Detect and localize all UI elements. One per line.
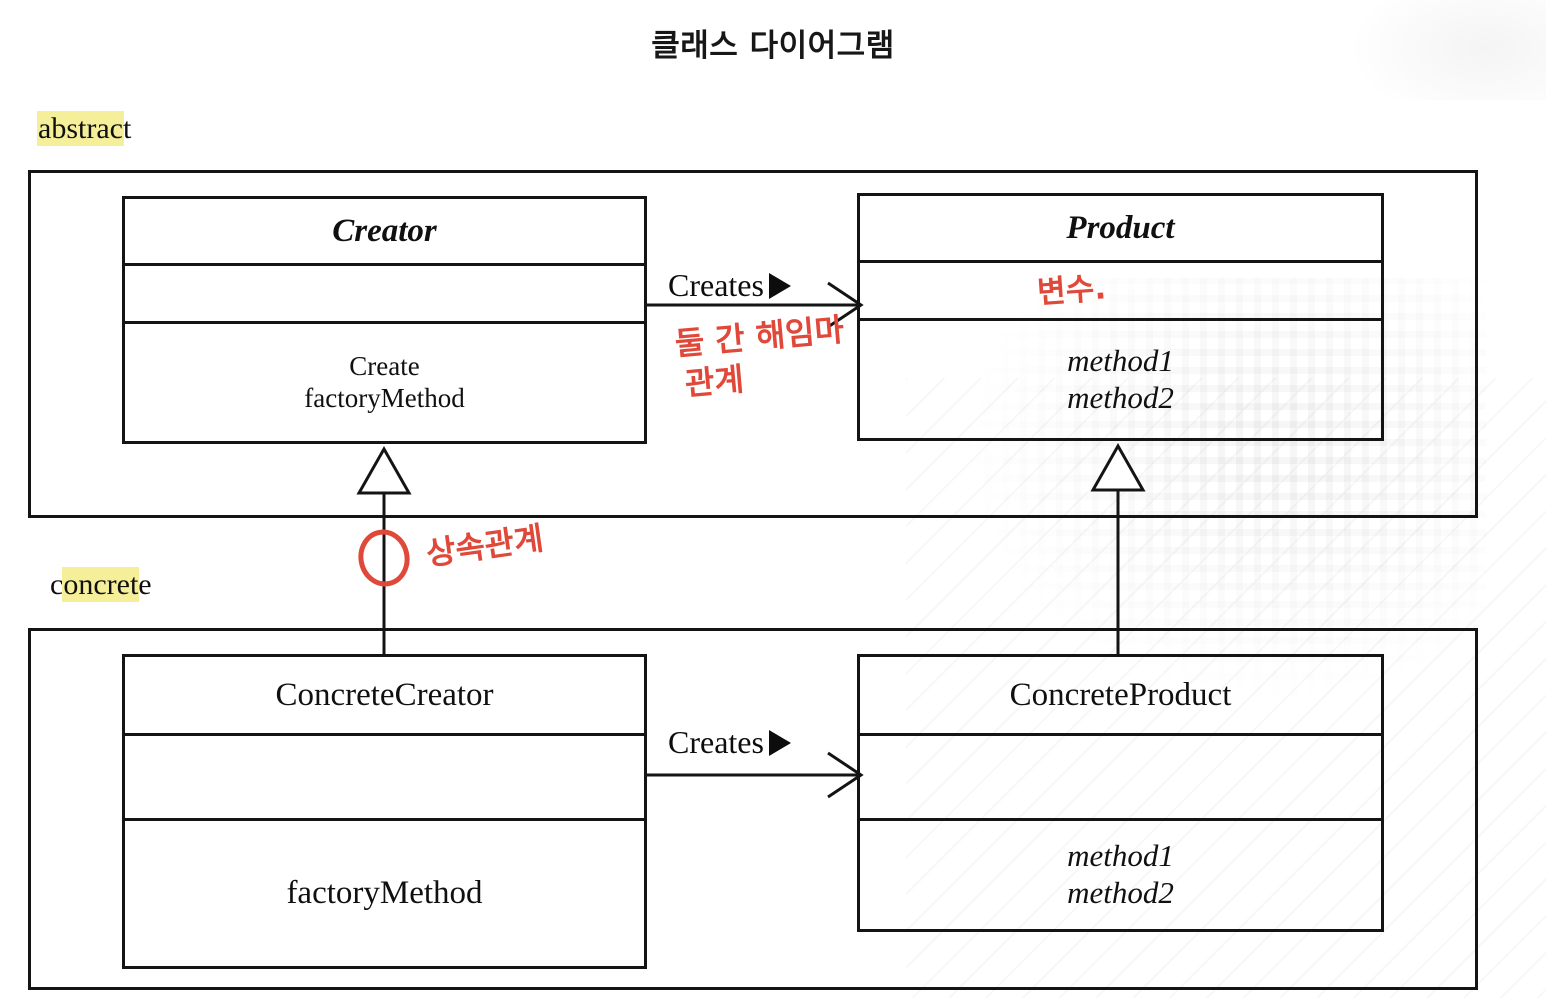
class-operations-product: method1 method2 [860, 318, 1381, 438]
group-frame-abstract [28, 170, 1478, 518]
class-operation-line: method2 [1067, 379, 1174, 415]
association-label-text: Creates [668, 724, 764, 760]
class-operation-line: factoryMethod [304, 382, 465, 413]
class-attributes-concrete-product [860, 733, 1381, 818]
page-title: 클래스 다이어그램 [651, 28, 895, 64]
group-label-concrete-head: c [50, 568, 64, 601]
class-operation-line: method1 [1067, 342, 1174, 378]
class-operations-concrete-creator: factoryMethod [125, 818, 644, 966]
uml-class-concrete-creator[interactable]: ConcreteCreator factoryMethod [122, 654, 647, 969]
group-label-concrete: concrete [50, 568, 152, 602]
group-label-abstract: abstract [38, 112, 131, 146]
class-operations-concrete-product: method1 method2 [860, 818, 1381, 929]
class-name-concrete-creator: ConcreteCreator [275, 676, 494, 713]
class-name-creator: Creator [332, 212, 437, 249]
class-attributes-concrete-creator [125, 733, 644, 818]
association-label-text: Creates [668, 267, 764, 303]
association-label-creates-top: Creates [668, 267, 791, 304]
class-name-product: Product [1066, 209, 1175, 246]
class-operations-creator: Create factoryMethod [125, 321, 644, 441]
navigation-triangle-icon [768, 729, 791, 756]
class-operation-line: Create [349, 350, 420, 381]
group-label-abstract-tail: t [122, 112, 132, 145]
group-label-abstract-highlighted: abstrac [38, 112, 123, 145]
class-operation-line: factoryMethod [286, 875, 483, 912]
group-label-concrete-tail: e [138, 568, 152, 601]
navigation-triangle-icon [768, 272, 791, 299]
class-operation-line: method2 [1067, 875, 1174, 910]
class-operation-line: method1 [1067, 838, 1174, 874]
annotation-inheritance-note: 상속관계 [424, 519, 546, 573]
group-label-concrete-highlighted: oncret [63, 568, 139, 601]
annotation-circle-mark [358, 529, 410, 587]
uml-class-product[interactable]: Product method1 method2 [857, 193, 1384, 441]
class-attributes-product [860, 260, 1381, 318]
association-label-creates-bottom: Creates [668, 724, 791, 761]
uml-class-creator[interactable]: Creator Create factoryMethod [122, 196, 647, 444]
uml-class-concrete-product[interactable]: ConcreteProduct method1 method2 [857, 654, 1384, 932]
class-attributes-creator [125, 263, 644, 321]
group-frame-concrete [28, 628, 1478, 990]
class-name-concrete-product: ConcreteProduct [1009, 676, 1232, 713]
